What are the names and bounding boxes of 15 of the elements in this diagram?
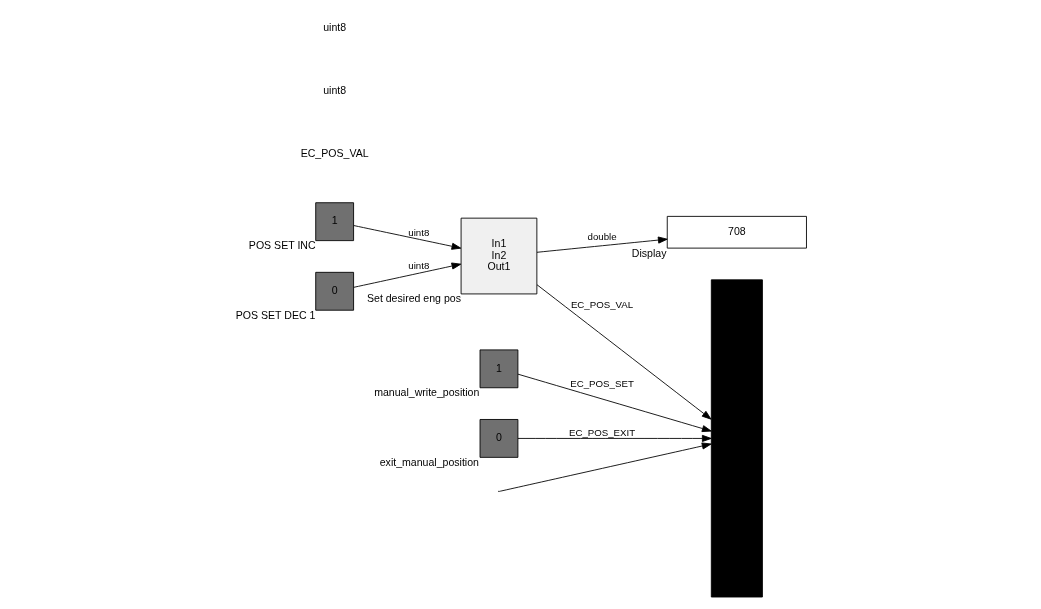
- edge-label: EC_POS_VAL: [570, 298, 633, 310]
- node-label: POS SET DEC 1: [235, 308, 315, 321]
- label: EC_POS_VAL: [300, 147, 369, 160]
- edge-label: double: [587, 231, 617, 242]
- node-label: Display: [631, 246, 667, 259]
- edge-label: uint8: [407, 226, 429, 238]
- edge-label: uint8: [407, 260, 429, 272]
- label: uint8: [322, 84, 346, 97]
- node-label: manual_write_position: [373, 386, 479, 399]
- edge-label: EC_POS_SET: [569, 378, 634, 390]
- node-label: POS SET INC: [248, 239, 316, 252]
- node-label: Set desired eng pos: [366, 292, 461, 305]
- label: uint8: [322, 20, 346, 33]
- node-label: exit_manual_position: [379, 455, 479, 468]
- edge-label: EC_POS_EXIT: [568, 426, 635, 438]
